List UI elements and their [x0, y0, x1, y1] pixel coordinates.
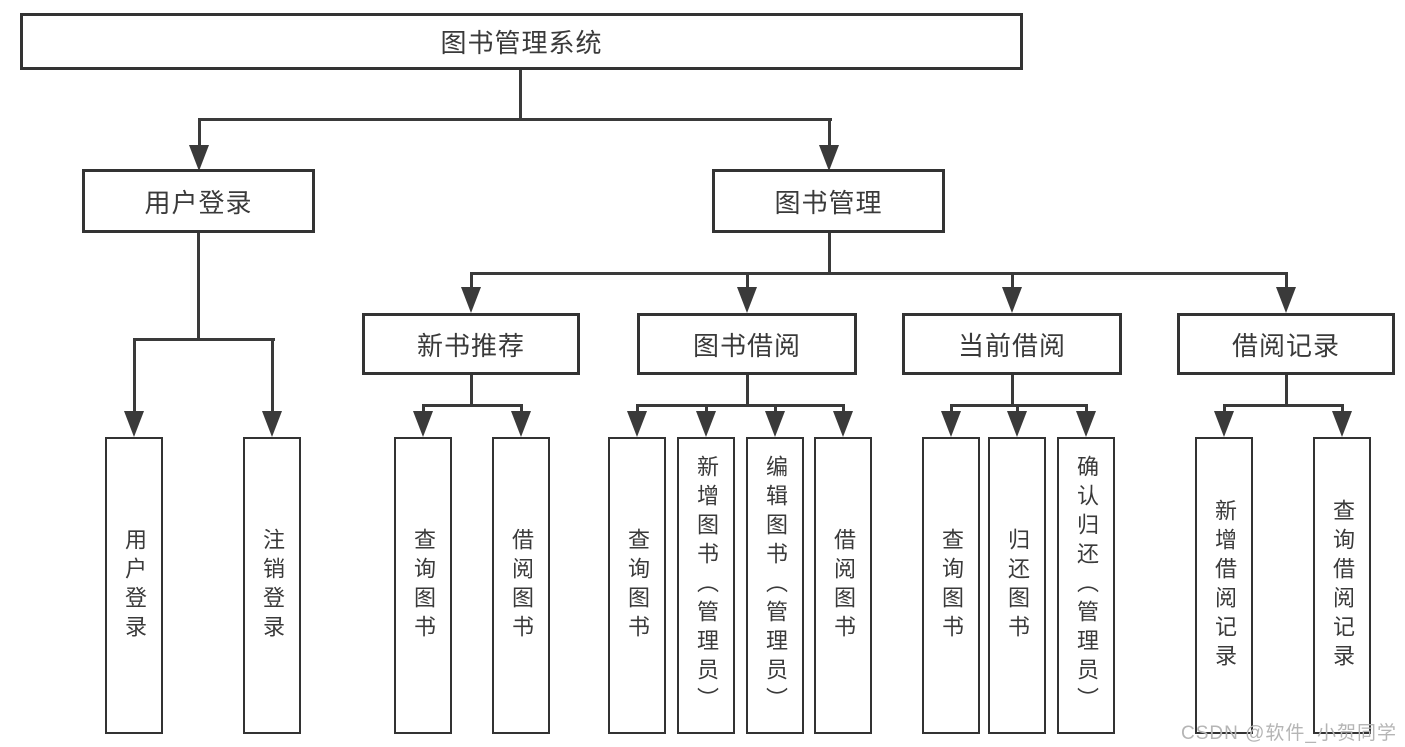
connector-line — [841, 404, 845, 415]
arrowhead-down-icon — [627, 411, 647, 437]
connector-line — [1340, 404, 1344, 415]
connector-line — [635, 404, 845, 407]
connector-line — [469, 272, 1288, 275]
node-book-mgmt-label: 图书管理 — [774, 187, 883, 218]
arrowhead-down-icon — [737, 287, 757, 313]
connector-line — [197, 118, 832, 121]
connector-line — [1010, 375, 1014, 407]
node-root-label: 图书管理系统 — [440, 28, 603, 58]
arrowhead-down-icon — [1332, 411, 1352, 437]
leaf-bookborrow-query-label: 查询图书 — [625, 527, 650, 644]
leaf-current-confirm: 确认归还（管理员） — [1057, 437, 1115, 734]
node-user-login: 用户登录 — [82, 169, 315, 233]
connector-line — [1284, 272, 1288, 291]
arrowhead-down-icon — [941, 411, 961, 437]
connector-line — [773, 404, 777, 415]
connector-line — [1084, 404, 1088, 415]
arrowhead-down-icon — [511, 411, 531, 437]
leaf-record-add: 新增借阅记录 — [1195, 437, 1253, 734]
connector-line — [1010, 272, 1014, 291]
leaf-logout: 注销登录 — [243, 437, 301, 734]
node-borrow-record: 借阅记录 — [1177, 313, 1395, 375]
arrowhead-down-icon — [189, 145, 209, 171]
leaf-bookborrow-add-label: 新增图书（管理员） — [694, 455, 719, 716]
connector-line — [635, 404, 639, 415]
leaf-bookborrow-borrow-label: 借阅图书 — [831, 527, 856, 644]
leaf-bookborrow-edit-label: 编辑图书（管理员） — [763, 455, 788, 716]
leaf-record-query-label: 查询借阅记录 — [1330, 498, 1355, 673]
connector-line — [421, 404, 425, 415]
arrowhead-down-icon — [1002, 287, 1022, 313]
leaf-current-query: 查询图书 — [922, 437, 980, 734]
node-current-borrow: 当前借阅 — [902, 313, 1122, 375]
node-book-borrow: 图书借阅 — [637, 313, 857, 375]
connector-line — [1222, 404, 1226, 415]
node-book-borrow-label: 图书借阅 — [692, 330, 801, 361]
leaf-newbook-borrow: 借阅图书 — [492, 437, 550, 734]
leaf-user-login-label: 用户登录 — [122, 527, 147, 644]
connector-line — [949, 404, 1088, 407]
connector-line — [827, 118, 831, 150]
leaf-bookborrow-add: 新增图书（管理员） — [677, 437, 735, 734]
csdn-watermark: CSDN @软件_小贺同学 — [1181, 723, 1397, 744]
connector-line — [469, 375, 473, 407]
connector-line — [1015, 404, 1019, 415]
leaf-record-add-label: 新增借阅记录 — [1212, 498, 1237, 673]
node-new-book-rec-label: 新书推荐 — [416, 330, 525, 361]
leaf-current-confirm-label: 确认归还（管理员） — [1074, 455, 1099, 716]
leaf-newbook-borrow-label: 借阅图书 — [509, 527, 534, 644]
node-root: 图书管理系统 — [20, 13, 1023, 70]
leaf-bookborrow-borrow: 借阅图书 — [814, 437, 872, 734]
connector-line — [827, 233, 831, 275]
arrowhead-down-icon — [1276, 287, 1296, 313]
connector-line — [518, 70, 522, 121]
arrowhead-down-icon — [1214, 411, 1234, 437]
connector-line — [197, 118, 201, 150]
connector-line — [197, 233, 200, 341]
node-new-book-rec: 新书推荐 — [362, 313, 580, 375]
connector-line — [421, 404, 523, 407]
arrowhead-down-icon — [262, 411, 282, 437]
arrowhead-down-icon — [1076, 411, 1096, 437]
arrowhead-down-icon — [696, 411, 716, 437]
connector-line — [132, 338, 136, 415]
connector-line — [704, 404, 708, 415]
arrowhead-down-icon — [819, 145, 839, 171]
arrowhead-down-icon — [833, 411, 853, 437]
arrowhead-down-icon — [461, 287, 481, 313]
leaf-current-query-label: 查询图书 — [939, 527, 964, 644]
node-borrow-record-label: 借阅记录 — [1231, 330, 1340, 361]
arrowhead-down-icon — [765, 411, 785, 437]
connector-line — [519, 404, 523, 415]
arrowhead-down-icon — [124, 411, 144, 437]
arrowhead-down-icon — [1007, 411, 1027, 437]
node-book-mgmt: 图书管理 — [712, 169, 945, 233]
connector-line — [270, 338, 274, 415]
leaf-newbook-query-label: 查询图书 — [411, 527, 436, 644]
node-current-borrow-label: 当前借阅 — [957, 330, 1066, 361]
leaf-bookborrow-query: 查询图书 — [608, 437, 666, 734]
leaf-user-login: 用户登录 — [105, 437, 163, 734]
connector-line — [1284, 375, 1288, 407]
connector-line — [949, 404, 953, 415]
arrowhead-down-icon — [413, 411, 433, 437]
connector-line — [469, 272, 473, 291]
connector-line — [745, 272, 749, 291]
leaf-current-return: 归还图书 — [988, 437, 1046, 734]
connector-line — [1222, 404, 1344, 407]
leaf-bookborrow-edit: 编辑图书（管理员） — [746, 437, 804, 734]
node-user-login-label: 用户登录 — [144, 187, 253, 218]
connector-line — [745, 375, 749, 407]
leaf-newbook-query: 查询图书 — [394, 437, 452, 734]
leaf-current-return-label: 归还图书 — [1005, 527, 1030, 644]
leaf-logout-label: 注销登录 — [260, 527, 285, 644]
connector-line — [132, 338, 275, 341]
leaf-record-query: 查询借阅记录 — [1313, 437, 1371, 734]
